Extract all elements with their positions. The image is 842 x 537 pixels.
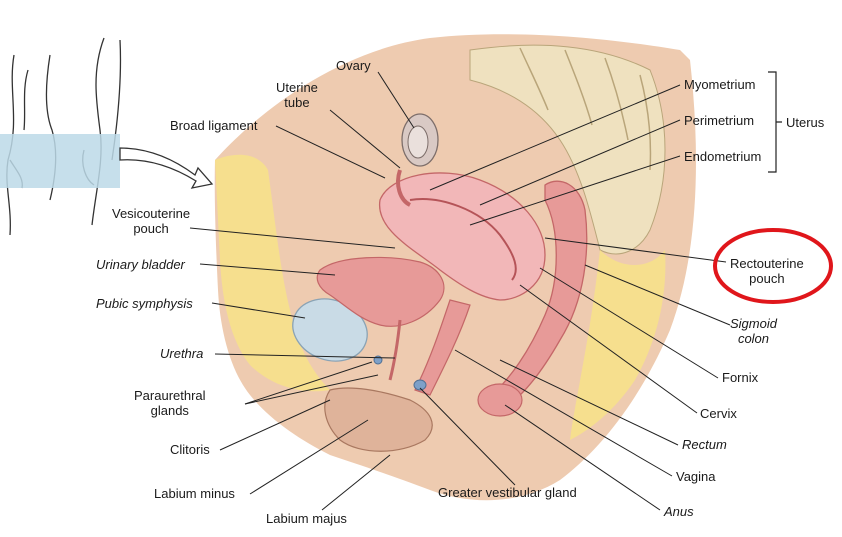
- uterus-bracket: [768, 71, 782, 173]
- urethra: [388, 319, 402, 381]
- label-rectum: Rectum: [682, 437, 727, 452]
- greater-vestibular-gland: [413, 379, 427, 391]
- fat-abdominal-wall: [215, 154, 330, 392]
- label-myometrium: Myometrium: [684, 77, 756, 92]
- vertebrae-lines: [519, 47, 652, 171]
- inset-arrow: [119, 147, 214, 189]
- label-anus: Anus: [664, 504, 694, 519]
- label-vagina: Vagina: [676, 469, 716, 484]
- label-uterine-tube: Uterine tube: [276, 80, 318, 110]
- label-labium-majus: Labium majus: [266, 511, 347, 526]
- ovary-inner: [407, 125, 429, 159]
- label-vesicouterine-pouch: Vesicouterine pouch: [112, 206, 191, 236]
- label-rectouterine-pouch: Rectouterine pouch: [730, 256, 804, 286]
- uterine-tube: [396, 169, 412, 207]
- fat-posterior: [570, 250, 666, 440]
- uterine-cavity: [409, 198, 517, 281]
- label-cervix: Cervix: [700, 406, 737, 421]
- uterus: [379, 172, 546, 301]
- urinary-bladder: [316, 256, 445, 327]
- label-sigmoid-colon: Sigmoid colon: [730, 316, 777, 346]
- label-uterus: Uterus: [786, 115, 825, 130]
- label-broad-ligament: Broad ligament: [170, 118, 258, 133]
- leader-lines: [189, 71, 731, 511]
- inset-highlight-box: [0, 134, 120, 188]
- label-urethra: Urethra: [160, 346, 204, 361]
- label-pubic-symphysis: Pubic symphysis: [96, 296, 193, 311]
- label-endometrium: Endometrium: [684, 149, 762, 164]
- label-perimetrium: Perimetrium: [684, 113, 755, 128]
- label-fornix: Fornix: [722, 370, 759, 385]
- label-clitoris: Clitoris: [170, 442, 210, 457]
- vagina: [414, 299, 471, 396]
- label-paraurethral-glands: Paraurethral glands: [134, 388, 206, 418]
- label-urinary-bladder: Urinary bladder: [96, 257, 185, 272]
- label-labium-minus: Labium minus: [154, 486, 235, 501]
- anal-canal: [477, 383, 523, 417]
- label-greater-vestibular-gland: Greater vestibular gland: [438, 485, 577, 500]
- labia: [324, 387, 433, 452]
- sacrum: [469, 44, 666, 255]
- highlight-circle: [713, 228, 833, 304]
- label-ovary: Ovary: [336, 58, 371, 73]
